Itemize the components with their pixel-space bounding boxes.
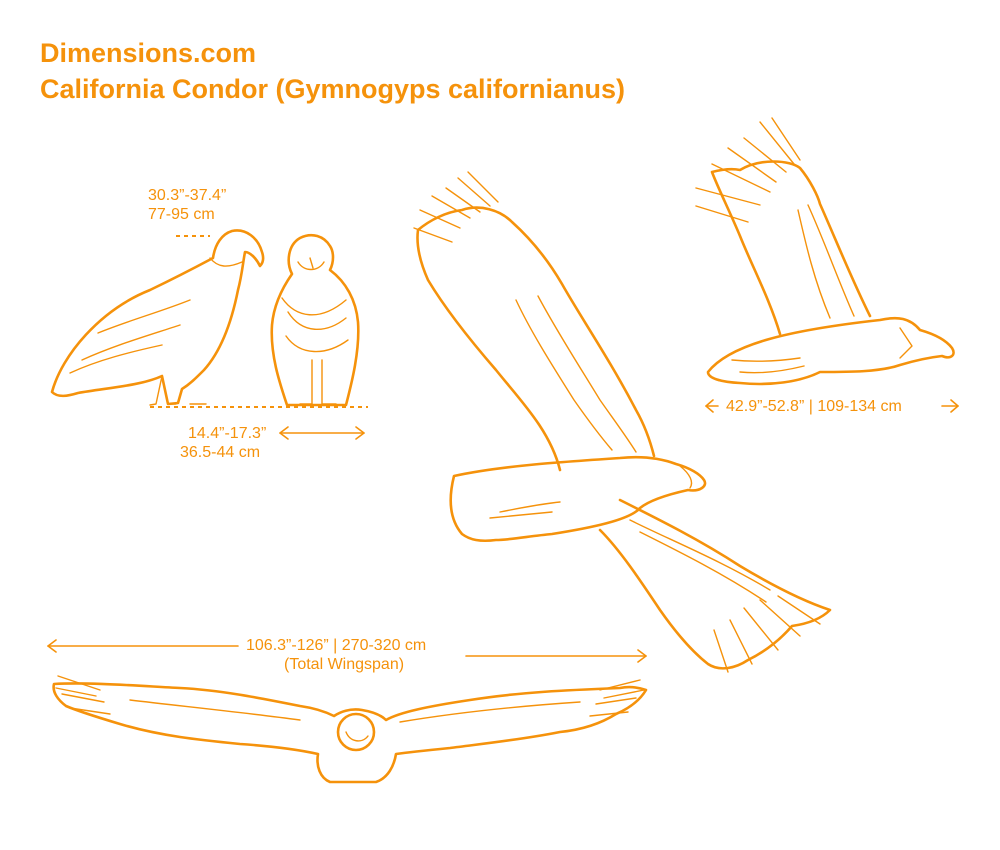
site-title: Dimensions.com (40, 38, 257, 68)
condor-standing-front (270, 233, 360, 407)
condor-standing-side (50, 229, 265, 406)
length-label: 42.9”-52.8” | 109-134 cm (726, 398, 902, 415)
width-label-cm: 36.5-44 cm (180, 444, 261, 461)
length-arrow (705, 399, 959, 413)
subject-title: California Condor (Gymnogyps californian… (40, 74, 626, 104)
condor-flying-underside (413, 171, 832, 673)
width-arrow (279, 426, 365, 440)
condor-flying-side (695, 117, 955, 386)
condor-flying-front (52, 675, 648, 784)
wingspan-arrow (47, 639, 647, 663)
height-label-cm: 77-95 cm (148, 206, 215, 223)
wingspan-label: 106.3”-126” | 270-320 cm (246, 637, 427, 654)
wingspan-note: (Total Wingspan) (284, 656, 405, 673)
height-label-in: 30.3”-37.4” (148, 187, 227, 204)
width-label-in: 14.4”-17.3” (188, 425, 267, 442)
